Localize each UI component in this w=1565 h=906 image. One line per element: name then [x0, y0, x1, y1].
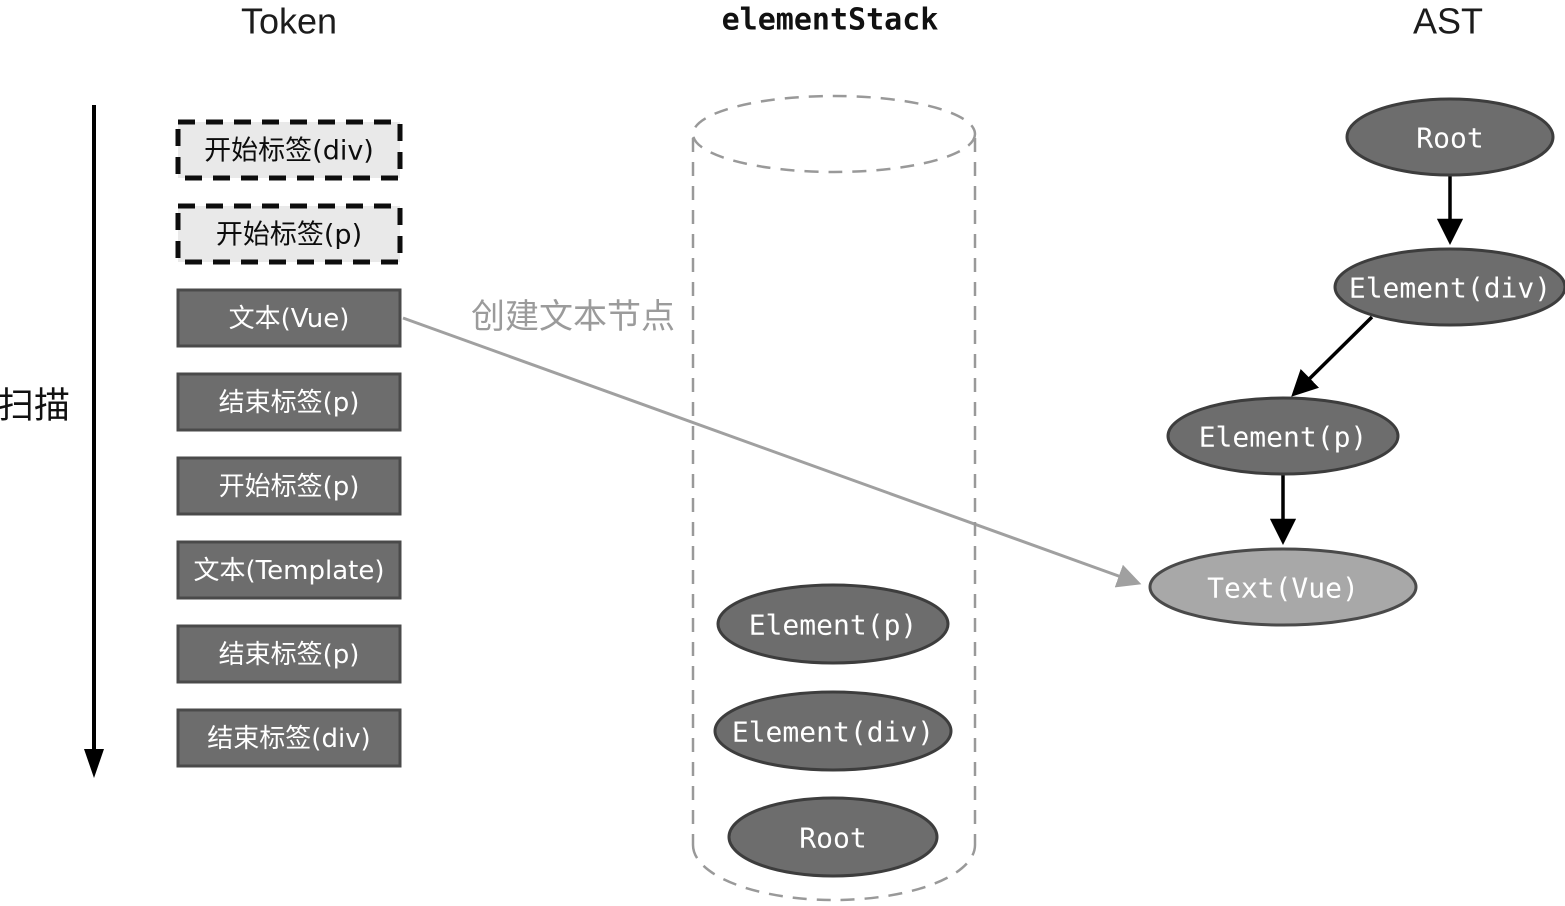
token-item-text-vue: 文本(Vue) [176, 288, 402, 348]
token-label: 结束标签(p) [219, 388, 360, 418]
token-box [176, 540, 402, 600]
ast-node [1148, 547, 1418, 627]
stack-item-element-div: Element(div) [713, 690, 953, 772]
scan-label: 扫描 [0, 386, 70, 427]
ast-node-element-p: Element(p) [1166, 396, 1400, 476]
stack-node [727, 796, 939, 878]
token-item-text-template: 文本(Template) [176, 540, 402, 600]
stack-node-label: Element(p) [749, 609, 918, 642]
ast-node-label: Root [1416, 122, 1483, 155]
stack-node-label: Element(div) [732, 716, 934, 749]
token-box [175, 203, 403, 265]
token-box [176, 624, 402, 684]
column-title-token: Token [241, 1, 337, 42]
token-item-end-p-1: 结束标签(p) [176, 372, 402, 432]
stack-item-element-p: Element(p) [716, 583, 950, 665]
ast-node-root: Root [1345, 97, 1555, 177]
token-label: 文本(Template) [194, 556, 385, 586]
ast-node [1333, 247, 1565, 327]
token-box [176, 708, 402, 768]
token-label: 开始标签(p) [219, 472, 360, 502]
token-box [175, 119, 403, 181]
stack-node [713, 690, 953, 772]
token-label: 结束标签(div) [207, 724, 370, 754]
token-label: 开始标签(p) [216, 220, 362, 251]
token-label: 结束标签(p) [219, 640, 360, 670]
token-item-start-p-2: 开始标签(p) [176, 456, 402, 516]
token-item-start-p: 开始标签(p) [175, 203, 403, 265]
ast-node-text-vue: Text(Vue) [1148, 547, 1418, 627]
create-text-node-arrow: 创建文本节点 [402, 297, 1142, 588]
element-stack-cylinder [691, 94, 977, 902]
column-title-ast: AST [1413, 1, 1483, 42]
token-label: 文本(Vue) [229, 304, 350, 334]
token-item-start-div: 开始标签(div) [175, 119, 403, 181]
token-item-end-div: 结束标签(div) [176, 708, 402, 768]
element-stack-items: Element(p) Element(div) Root [713, 583, 953, 878]
cylinder-bottom [691, 844, 977, 902]
scan-arrow [84, 105, 104, 778]
stack-node-label: Root [799, 822, 866, 855]
token-box [176, 456, 402, 516]
create-text-node-line [402, 316, 1142, 588]
token-item-end-p-2: 结束标签(p) [176, 624, 402, 684]
token-label: 开始标签(div) [204, 136, 374, 167]
ast-edge-div-to-p [1291, 315, 1374, 397]
ast-tree: Root Element(div) Element(p) Text(Vue) [1148, 97, 1565, 627]
ast-node-label: Text(Vue) [1207, 572, 1359, 605]
stack-node [716, 583, 950, 665]
ast-node-label: Element(p) [1199, 421, 1368, 454]
stack-item-root: Root [727, 796, 939, 878]
cylinder-top [691, 94, 977, 174]
column-title-element-stack: elementStack [722, 3, 939, 38]
scan-arrow-head-icon [84, 749, 104, 778]
ast-node [1345, 97, 1555, 177]
token-box [176, 288, 402, 348]
create-text-node-label: 创建文本节点 [471, 297, 675, 337]
ast-node-element-div: Element(div) [1333, 247, 1565, 327]
ast-node-label: Element(div) [1349, 272, 1551, 305]
token-box [176, 372, 402, 432]
token-list: 开始标签(div) 开始标签(p) 文本(Vue) 结束标签(p) 开始标签(p… [175, 119, 403, 768]
ast-node [1166, 396, 1400, 476]
